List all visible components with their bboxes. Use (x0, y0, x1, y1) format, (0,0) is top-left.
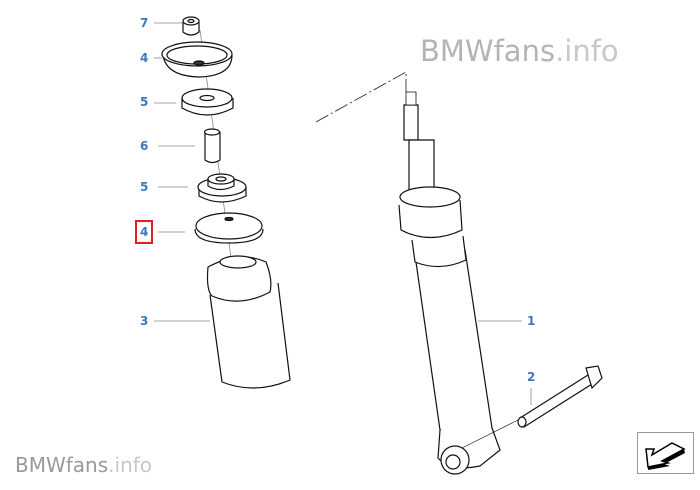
part-4-lower-cup (194, 212, 264, 244)
callout-3[interactable]: 3 (140, 314, 149, 328)
part-6-sleeve (203, 128, 221, 164)
watermark-suffix: .info (108, 453, 153, 477)
part-1-shock-absorber (398, 91, 501, 475)
callout-6[interactable]: 6 (140, 139, 149, 153)
callout-1[interactable]: 1 (527, 314, 536, 328)
part-5-upper-bushing (181, 88, 234, 116)
watermark-brand: BMWfans (15, 453, 109, 477)
part-2-bolt (461, 365, 603, 449)
part-7-nut (182, 16, 200, 36)
callout-5-upper[interactable]: 5 (140, 95, 149, 109)
back-button[interactable] (637, 432, 694, 474)
watermark-bottom: BMWfans.info (15, 453, 152, 477)
callout-7[interactable]: 7 (140, 16, 149, 30)
callout-5-lower[interactable]: 5 (140, 180, 149, 194)
callout-4-lower-selected[interactable]: 4 (134, 220, 154, 244)
part-3-dust-cover (206, 255, 291, 389)
watermark-top: BMWfans.info (420, 34, 619, 68)
back-arrow-icon (645, 442, 686, 470)
part-4-upper-cup (161, 41, 233, 78)
callout-4-upper[interactable]: 4 (140, 51, 149, 65)
callout-2[interactable]: 2 (527, 370, 536, 384)
assembly-frame (315, 71, 407, 123)
part-5-lower-bushing (197, 173, 247, 203)
watermark-suffix: .info (555, 34, 619, 68)
watermark-brand: BMWfans (420, 34, 556, 68)
